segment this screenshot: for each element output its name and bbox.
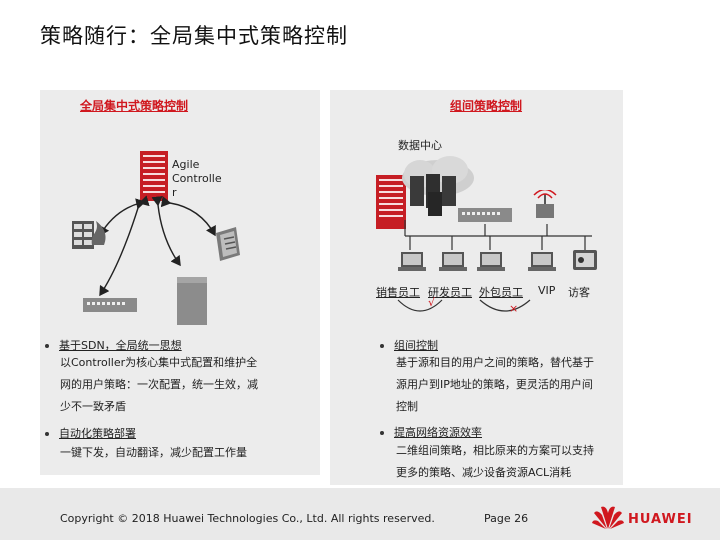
- body-line: 以Controller为核心集中式配置和维护全: [60, 356, 258, 369]
- deny-arc: [479, 299, 531, 312]
- body-line: 更多的策略、减少设备资源ACL消耗: [396, 466, 572, 479]
- link-server: [151, 196, 181, 267]
- laptop-icon: [477, 252, 505, 271]
- right-bullet-1-body: 基于源和目的用户之间的策略，替代基于 源用户到IP地址的策略，更灵活的用户间 控…: [396, 355, 594, 415]
- wireless-ap-icon: [533, 190, 557, 218]
- right-bullet-2: 提高网络资源效率: [380, 424, 482, 440]
- user-group-outsource: 外包员工: [479, 286, 523, 299]
- laptop-icon: [439, 252, 467, 271]
- body-line: 控制: [396, 400, 418, 413]
- link-switch: [99, 198, 146, 297]
- bullet-dot: [45, 432, 49, 436]
- bullet-dot: [380, 344, 384, 348]
- right-panel-heading: 组间策略控制: [450, 99, 523, 113]
- switch-icon: [458, 208, 512, 222]
- brand-wordmark: HUAWEI: [628, 512, 693, 527]
- user-group-rd: 研发员工: [428, 286, 472, 299]
- bullet-title: 组间控制: [394, 339, 438, 352]
- left-bullet-1-body: 以Controller为核心集中式配置和维护全 网的用户策略：一次配置，统一生效…: [60, 355, 258, 415]
- user-group-vip: VIP: [538, 284, 556, 297]
- bullet-title: 基于SDN，全局统一思想: [59, 339, 182, 352]
- left-panel-heading: 全局集中式策略控制: [80, 99, 189, 113]
- body-line: 源用户到IP地址的策略，更灵活的用户间: [396, 378, 593, 391]
- tablet-icon: [573, 250, 597, 270]
- allow-mark: √: [428, 296, 436, 309]
- body-line: 一键下发，自动翻译，减少配置工作量: [60, 446, 247, 459]
- controller-server-icon: [140, 151, 168, 201]
- controller-label-line: Agile: [172, 158, 200, 171]
- controller-label-line: r: [172, 186, 177, 199]
- right-bullet-2-body: 二维组间策略，相比原来的方案可以支持 更多的策略、减少设备资源ACL消耗: [396, 443, 594, 481]
- huawei-logo-icon: [592, 506, 624, 529]
- body-line: 网的用户策略：一次配置，统一生效，减: [60, 378, 258, 391]
- laptop-icon: [528, 252, 556, 271]
- controller-label: Agile Controlle r: [172, 158, 222, 200]
- bullet-title: 自动化策略部署: [59, 427, 136, 440]
- datacenter-label: 数据中心: [398, 139, 442, 152]
- body-line: 基于源和目的用户之间的策略，替代基于: [396, 356, 594, 369]
- switch-icon: [83, 298, 137, 312]
- user-group-guest: 访客: [568, 286, 590, 299]
- body-line: 少不一致矛盾: [60, 400, 126, 413]
- right-bullet-1: 组间控制: [380, 337, 438, 353]
- bullet-dot: [380, 431, 384, 435]
- page-title: 策略随行：全局集中式策略控制: [40, 24, 348, 48]
- user-group-sales: 销售员工: [376, 286, 420, 299]
- bullet-dot: [45, 344, 49, 348]
- laptop-icon: [398, 252, 426, 271]
- network-tree-lines: [404, 220, 592, 250]
- deny-mark: ×: [509, 302, 519, 315]
- access-point-icon: [216, 227, 240, 261]
- cloud-server-icon: [402, 156, 474, 216]
- firewall-icon: [72, 221, 106, 249]
- link-ap: [160, 196, 216, 237]
- right-panel: [330, 90, 623, 485]
- policy-arcs: [397, 299, 531, 312]
- left-bullet-1: 基于SDN，全局统一思想: [45, 337, 182, 353]
- body-line: 二维组间策略，相比原来的方案可以支持: [396, 444, 594, 457]
- bullet-title: 提高网络资源效率: [394, 426, 482, 439]
- allow-arc: [397, 299, 443, 312]
- datacenter-rack-icon: [376, 175, 406, 229]
- controller-label-line: Controlle: [172, 172, 222, 185]
- copyright-text: Copyright © 2018 Huawei Technologies Co.…: [60, 512, 435, 525]
- left-bullet-2-body: 一键下发，自动翻译，减少配置工作量: [60, 445, 247, 461]
- page-number: Page 26: [484, 512, 529, 525]
- left-bullet-2: 自动化策略部署: [45, 425, 136, 441]
- server-tower-icon: [177, 277, 207, 325]
